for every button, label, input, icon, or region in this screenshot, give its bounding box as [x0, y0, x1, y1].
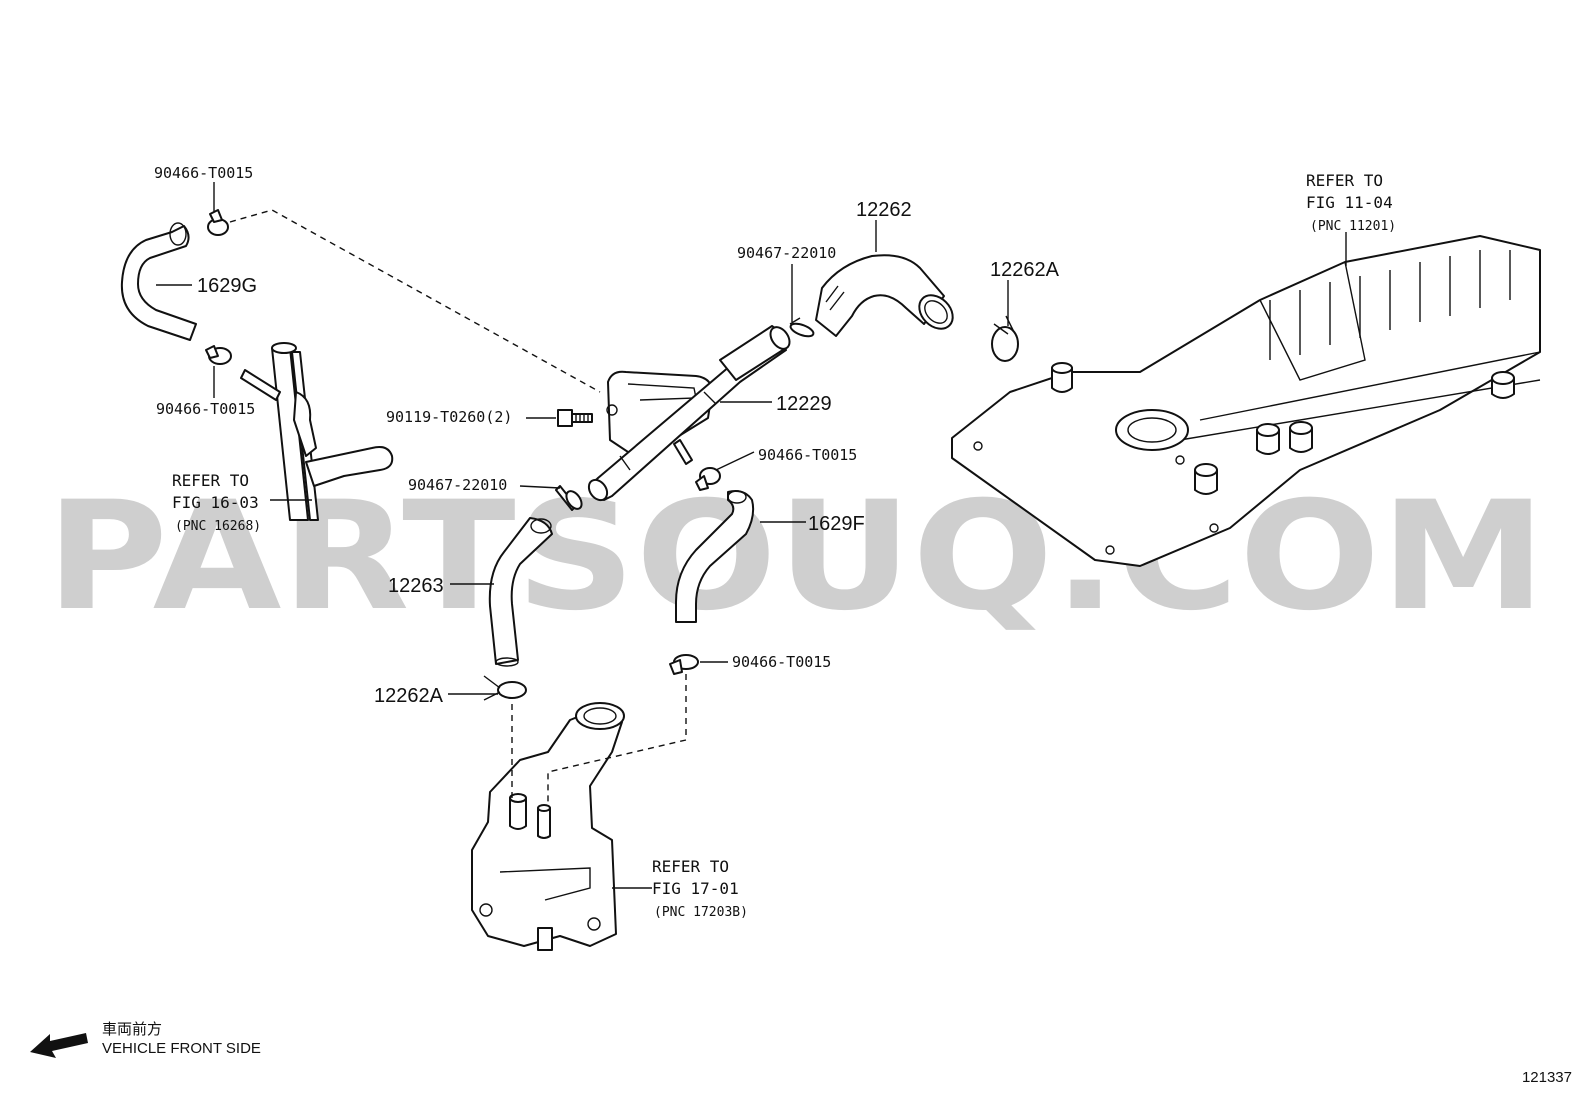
clip-upper-icon	[789, 317, 815, 338]
hose-12262	[815, 254, 954, 337]
label-hose-1629f[interactable]: 1629F	[808, 513, 865, 535]
legend-japanese: 車両前方	[102, 1021, 162, 1038]
clamp-right-icon	[695, 467, 721, 491]
hose-1629f	[675, 490, 755, 623]
clamp-top-left-icon	[207, 209, 229, 236]
reference-line-2: FIG 17-01	[652, 879, 739, 898]
reference-line-1: REFER TO	[652, 857, 729, 876]
vehicle-front-legend: 車両前方 VEHICLE FRONT SIDE	[30, 1021, 261, 1058]
hose-12263	[488, 517, 553, 665]
cylinder-head-assembly	[951, 235, 1541, 567]
hose-1629g	[120, 225, 197, 341]
label-pipe-12229[interactable]: 12229	[776, 393, 832, 415]
water-inlet-housing	[471, 702, 625, 951]
bolt-icon	[557, 409, 593, 427]
plug-top-icon	[991, 315, 1019, 362]
assembly-line-2	[547, 674, 687, 806]
label-clamp-top-left[interactable]: 90466-T0015	[154, 164, 253, 182]
label-clamp-right[interactable]: 90466-T0015	[758, 446, 857, 464]
reference-line-2: FIG 11-04	[1306, 193, 1393, 212]
label-hose-1629g[interactable]: 1629G	[197, 275, 257, 297]
label-hose-12263[interactable]: 12263	[388, 575, 444, 597]
label-plug-bottom[interactable]: 12262A	[374, 685, 444, 707]
label-hose-12262[interactable]: 12262	[856, 199, 912, 221]
reference-pipe-left	[240, 342, 394, 521]
reference-line-3: (PNC 17203B)	[654, 905, 748, 920]
leader-lines	[156, 182, 1347, 889]
reference-fig-16-03[interactable]: REFER TO FIG 16-03 (PNC 16268)	[172, 471, 261, 534]
reference-fig-17-01[interactable]: REFER TO FIG 17-01 (PNC 17203B)	[652, 857, 748, 920]
reference-line-3: (PNC 11201)	[1310, 219, 1396, 234]
label-clip-upper[interactable]: 90467-22010	[737, 244, 836, 262]
watermark: PARTSOUQ.COM	[46, 470, 1546, 644]
reference-fig-11-04[interactable]: REFER TO FIG 11-04 (PNC 11201)	[1306, 171, 1396, 234]
clamp-bottom-icon	[669, 654, 699, 675]
plug-bottom-icon	[483, 675, 527, 701]
reference-line-3: (PNC 16268)	[175, 519, 261, 534]
assembly-line-1	[229, 209, 601, 393]
clamp-left-mid-icon	[205, 345, 232, 365]
clip-lower-icon	[555, 485, 583, 511]
legend-english: VEHICLE FRONT SIDE	[102, 1040, 261, 1057]
label-clip-lower[interactable]: 90467-22010	[408, 476, 507, 494]
reference-line-1: REFER TO	[1306, 171, 1383, 190]
reference-line-2: FIG 16-03	[172, 493, 259, 512]
label-bolt[interactable]: 90119-T0260(2)	[386, 408, 512, 426]
label-plug-top[interactable]: 12262A	[990, 259, 1060, 281]
reference-line-1: REFER TO	[172, 471, 249, 490]
water-by-pass-pipe-12229	[587, 325, 791, 502]
diagram-number: 121337	[1522, 1069, 1572, 1086]
label-clamp-bottom[interactable]: 90466-T0015	[732, 653, 831, 671]
label-clamp-left-mid[interactable]: 90466-T0015	[156, 400, 255, 418]
arrow-left-icon	[30, 1033, 88, 1058]
